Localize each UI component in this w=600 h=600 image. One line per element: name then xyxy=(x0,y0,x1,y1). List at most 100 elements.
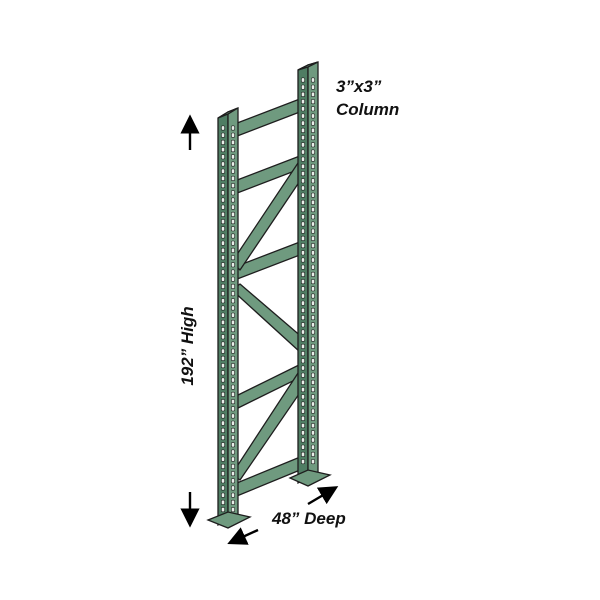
column-hole xyxy=(221,240,225,246)
column-hole xyxy=(301,120,305,126)
column-hole xyxy=(311,207,315,213)
column-hole xyxy=(311,444,315,450)
column-hole xyxy=(231,247,235,253)
column-hole xyxy=(221,298,225,304)
column-hole xyxy=(311,286,315,292)
column-hole xyxy=(311,235,315,241)
column-hole xyxy=(311,343,315,349)
column-hole xyxy=(231,463,235,469)
column-hole xyxy=(311,315,315,321)
column-hole xyxy=(231,420,235,426)
column-hole xyxy=(231,449,235,455)
column-hole xyxy=(311,178,315,184)
column-hole xyxy=(231,485,235,491)
column-hole xyxy=(231,507,235,513)
column-hole xyxy=(301,343,305,349)
column-hole xyxy=(231,312,235,318)
column-hole xyxy=(221,219,225,225)
left-upright-column xyxy=(206,107,252,529)
column-hole xyxy=(311,113,315,119)
column-hole xyxy=(311,257,315,263)
column-hole xyxy=(311,451,315,457)
column-hole xyxy=(301,459,305,465)
column-hole xyxy=(311,387,315,393)
column-hole xyxy=(311,379,315,385)
column-hole xyxy=(231,197,235,203)
column-hole xyxy=(231,499,235,505)
column-hole xyxy=(301,307,305,313)
column-hole xyxy=(221,291,225,297)
column-hole xyxy=(301,315,305,321)
column-hole xyxy=(231,204,235,210)
column-hole xyxy=(221,226,225,232)
column-hole xyxy=(301,99,305,105)
column-hole xyxy=(301,243,305,249)
column-hole xyxy=(231,319,235,325)
column-hole xyxy=(221,363,225,369)
column-hole xyxy=(311,84,315,90)
left-column-holes xyxy=(221,125,235,513)
column-hole xyxy=(221,154,225,160)
column-hole xyxy=(311,91,315,97)
column-hole xyxy=(231,147,235,153)
column-hole xyxy=(231,175,235,181)
column-hole xyxy=(221,463,225,469)
column-hole xyxy=(221,427,225,433)
column-hole xyxy=(231,255,235,261)
column-hole xyxy=(301,192,305,198)
column-hole xyxy=(231,219,235,225)
column-hole xyxy=(301,401,305,407)
column-hole xyxy=(221,456,225,462)
column-hole xyxy=(221,413,225,419)
depth-arrows xyxy=(227,486,339,545)
column-hole xyxy=(221,399,225,405)
column-hole xyxy=(221,276,225,282)
column-hole xyxy=(231,391,235,397)
column-hole xyxy=(231,233,235,239)
column-hole xyxy=(221,211,225,217)
column-hole xyxy=(301,451,305,457)
column-hole xyxy=(231,240,235,246)
column-hole xyxy=(301,379,305,385)
column-hole xyxy=(221,204,225,210)
column-hole xyxy=(311,192,315,198)
column-hole xyxy=(301,77,305,83)
right-upright-column xyxy=(288,61,332,487)
column-hole xyxy=(231,377,235,383)
horizontal-brace-top xyxy=(231,96,306,139)
column-hole xyxy=(301,423,305,429)
column-hole xyxy=(221,269,225,275)
column-hole xyxy=(311,135,315,141)
column-hole xyxy=(301,113,305,119)
column-hole xyxy=(221,147,225,153)
column-hole xyxy=(231,334,235,340)
column-hole xyxy=(221,377,225,383)
column-hole xyxy=(301,415,305,421)
column-hole xyxy=(311,408,315,414)
column-hole xyxy=(221,139,225,145)
column-hole xyxy=(301,207,305,213)
column-hole xyxy=(301,257,305,263)
column-hole xyxy=(221,485,225,491)
column-hole xyxy=(231,168,235,174)
column-hole xyxy=(311,415,315,421)
column-hole xyxy=(301,250,305,256)
column-hole xyxy=(311,99,315,105)
column-hole xyxy=(221,384,225,390)
column-hole xyxy=(301,135,305,141)
left-base-plate xyxy=(206,511,252,529)
column-hole xyxy=(221,406,225,412)
column-hole xyxy=(231,456,235,462)
column-hole xyxy=(301,437,305,443)
column-hole xyxy=(311,322,315,328)
column-word-label: Column xyxy=(336,100,399,119)
column-hole xyxy=(221,183,225,189)
column-hole xyxy=(221,161,225,167)
column-size-label: 3”x3” xyxy=(336,77,382,96)
column-hole xyxy=(231,384,235,390)
column-hole xyxy=(301,408,305,414)
column-hole xyxy=(311,171,315,177)
column-hole xyxy=(231,154,235,160)
column-hole xyxy=(311,163,315,169)
